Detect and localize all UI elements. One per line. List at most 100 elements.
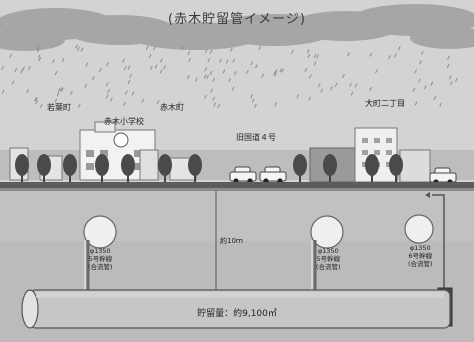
raindrop (306, 49, 310, 54)
raindrop (222, 69, 226, 74)
car (229, 166, 257, 184)
raindrop (127, 65, 131, 70)
raindrop (181, 46, 184, 51)
tree (365, 154, 379, 182)
clouds (0, 4, 474, 51)
raindrop (261, 73, 264, 78)
raindrop (1, 66, 4, 71)
raindrop (153, 46, 156, 51)
raindrop (401, 102, 404, 107)
tree (15, 154, 29, 182)
raindrop (291, 49, 294, 54)
raindrop (163, 65, 166, 70)
raindrop (1, 89, 5, 94)
raindrop (26, 88, 29, 93)
raindrop (219, 58, 222, 63)
raindrop (318, 83, 321, 88)
raindrop (275, 69, 278, 74)
raindrop (307, 53, 311, 58)
raindrop (36, 45, 39, 50)
tree (37, 154, 51, 182)
raindrop (92, 76, 95, 81)
raindrop (250, 94, 253, 99)
car (259, 166, 287, 184)
tree (158, 154, 172, 182)
raindrop (70, 90, 73, 95)
raindrop (414, 69, 417, 74)
raindrop (304, 67, 308, 72)
raindrop (127, 79, 131, 84)
raindrop (20, 69, 23, 74)
pipe-type: (合流管) (88, 263, 113, 272)
pipe-label-1: φ1350 5号幹線 (合流管) (88, 247, 113, 271)
label-wakaba: 若葉町 (47, 103, 71, 112)
pipe-name: 6号幹線 (408, 252, 433, 261)
pipe-size: φ1350 (89, 247, 111, 255)
raindrop (342, 74, 345, 79)
raindrop (347, 52, 350, 57)
pipe-name: 5号幹線 (88, 255, 113, 264)
raindrop (28, 65, 31, 70)
raindrop (330, 86, 333, 91)
raindrop (40, 103, 43, 108)
pipe-type: (合流管) (316, 263, 341, 272)
raindrop (232, 58, 235, 63)
raindrop (273, 70, 276, 75)
raindrop (57, 88, 61, 93)
raindrop (123, 101, 126, 106)
raindrop (195, 77, 198, 82)
raindrop (206, 74, 209, 79)
raindrop (80, 47, 84, 52)
raindrop (449, 81, 453, 86)
raindrop (313, 61, 317, 66)
raindrop (447, 55, 450, 60)
tree (188, 154, 202, 182)
raindrop (34, 97, 37, 102)
raindrop (204, 67, 208, 72)
raindrop (251, 98, 255, 103)
raindrop (308, 96, 311, 101)
raindrop (186, 75, 190, 80)
pipe-2 (310, 215, 344, 292)
rain (1, 44, 458, 108)
raindrop (212, 77, 215, 82)
raindrop (22, 66, 25, 71)
raindrop (212, 96, 215, 101)
raindrop (274, 102, 277, 107)
raindrop (11, 80, 15, 85)
label-akagi-school: 赤木小学校 (104, 117, 144, 126)
raindrop (60, 87, 64, 92)
label-omachi: 大町二丁目 (365, 99, 405, 108)
raindrop (448, 75, 452, 80)
pipe-label-2: φ1350 5号幹線 (合流管) (316, 247, 341, 271)
raindrop (125, 90, 128, 95)
raindrop (188, 57, 191, 62)
raindrop (123, 66, 127, 71)
pipe-type: (合流管) (408, 260, 433, 269)
pipe-1 (83, 215, 117, 292)
raindrop (59, 87, 63, 92)
raindrop (78, 103, 81, 108)
raindrop (334, 82, 338, 87)
raindrop (106, 62, 109, 67)
raindrop (110, 97, 113, 102)
raindrop (187, 51, 191, 56)
raindrop (106, 94, 109, 99)
raindrop (430, 81, 434, 86)
school-building (79, 121, 159, 181)
raindrop (394, 53, 397, 58)
raindrop (433, 96, 437, 101)
tree (293, 154, 307, 182)
raindrop (204, 94, 207, 99)
raindrop (350, 91, 354, 96)
raindrop (412, 87, 416, 92)
raindrop (84, 83, 87, 88)
raindrop (52, 59, 55, 64)
raindrop (14, 67, 18, 72)
raindrop (419, 60, 422, 65)
label-route4: 旧国道４号 (236, 133, 276, 142)
tree (121, 154, 135, 182)
raindrop (281, 68, 284, 73)
